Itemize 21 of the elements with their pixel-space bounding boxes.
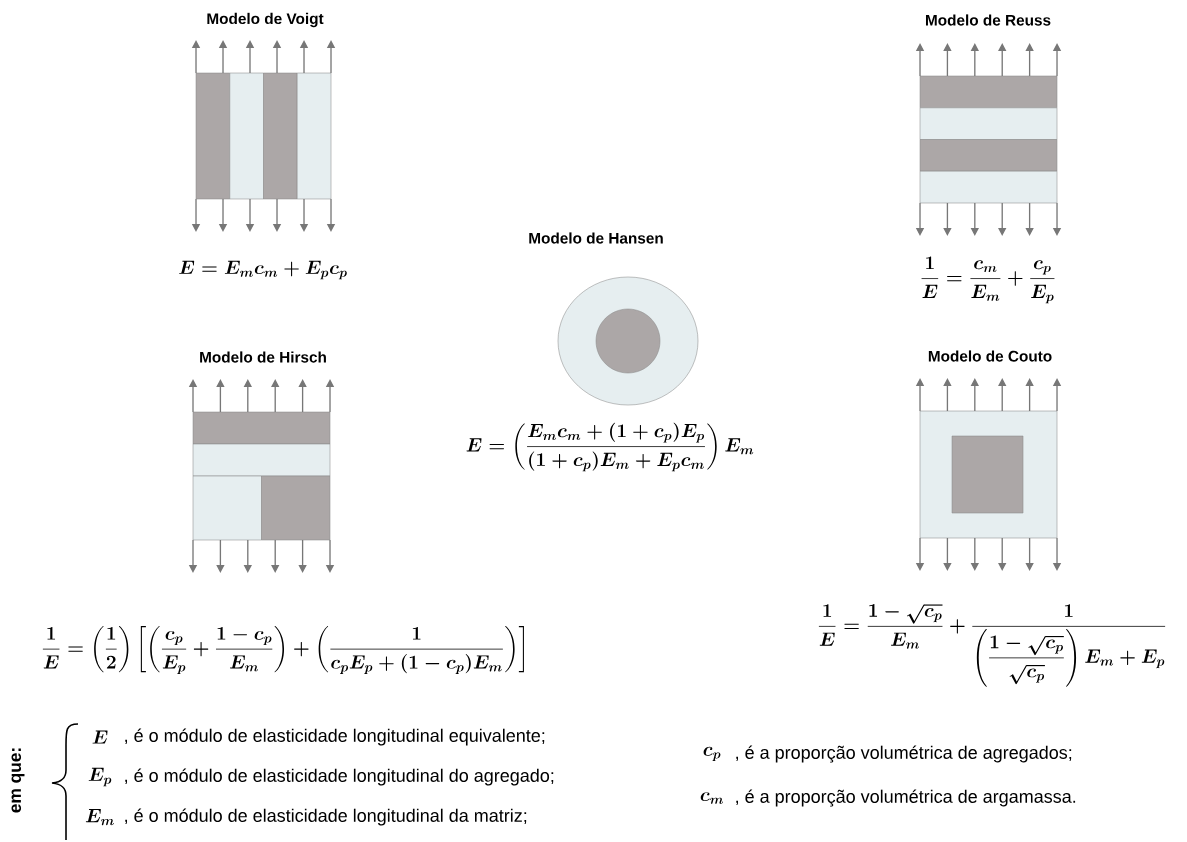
model-title: Modelo de Hansen [529,232,663,244]
formula: $E = E_m c_m + E_p c_p$ [179,260,347,280]
definition-text: , é a proporção volumétrica de agregados; [736,745,1072,763]
variable-symbol: $c_p$ [703,746,721,761]
model-title: Modelo de Hirsch [200,351,326,363]
label-text: em que: [11,748,25,813]
variable-symbol: $c_m$ [700,792,724,804]
model-title: Modelo de Couto [928,350,1052,362]
variable-symbol: $E_m$ [85,809,114,826]
formula: $\frac{1}{E} = \frac{1-\sqrt{c_p}}{E_m} + \frac{1}{\left(\dfrac{1-\sqrt{c_p}}{\sqrt{c_p}}\right)E_m + E_p}$ [818,604,1166,687]
formula: $\frac{1}{E} = \left(\frac{1}{2}\right)\left[\left(\frac{c_p}{E_p} + \frac{1-c_p}{E_m}\right) + \left(\frac{1}{c_pE_p + (1-c_p)E_m}\right)\right]$ [42,626,524,674]
model-title: Modelo de Reuss [926,14,1051,26]
definition-text: , é o módulo de elasticidade longitudinal do agregado; [125,768,554,786]
formula: $\frac{1}{E} = \frac{c_m}{E_m} + \frac{c_p}{E_p}$ [921,256,1055,304]
definition-text: , é o módulo de elasticidade longitudinal equivalente; [125,728,545,746]
model-title: Modelo de Voigt [207,12,324,28]
variable-symbol: $E$ [92,730,108,744]
definition-text: , é o módulo de elasticidade longitudinal da matriz; [125,808,527,826]
formula: $E = \left(\frac{E_m c_m + (1+c_p)E_p}{(1+c_p)E_m + E_p c_m}\right)E_m$ [466,422,754,472]
variable-symbol: $E_p$ [88,767,112,787]
definition-text: , é a proporção volumétrica de argamassa. [736,789,1076,807]
